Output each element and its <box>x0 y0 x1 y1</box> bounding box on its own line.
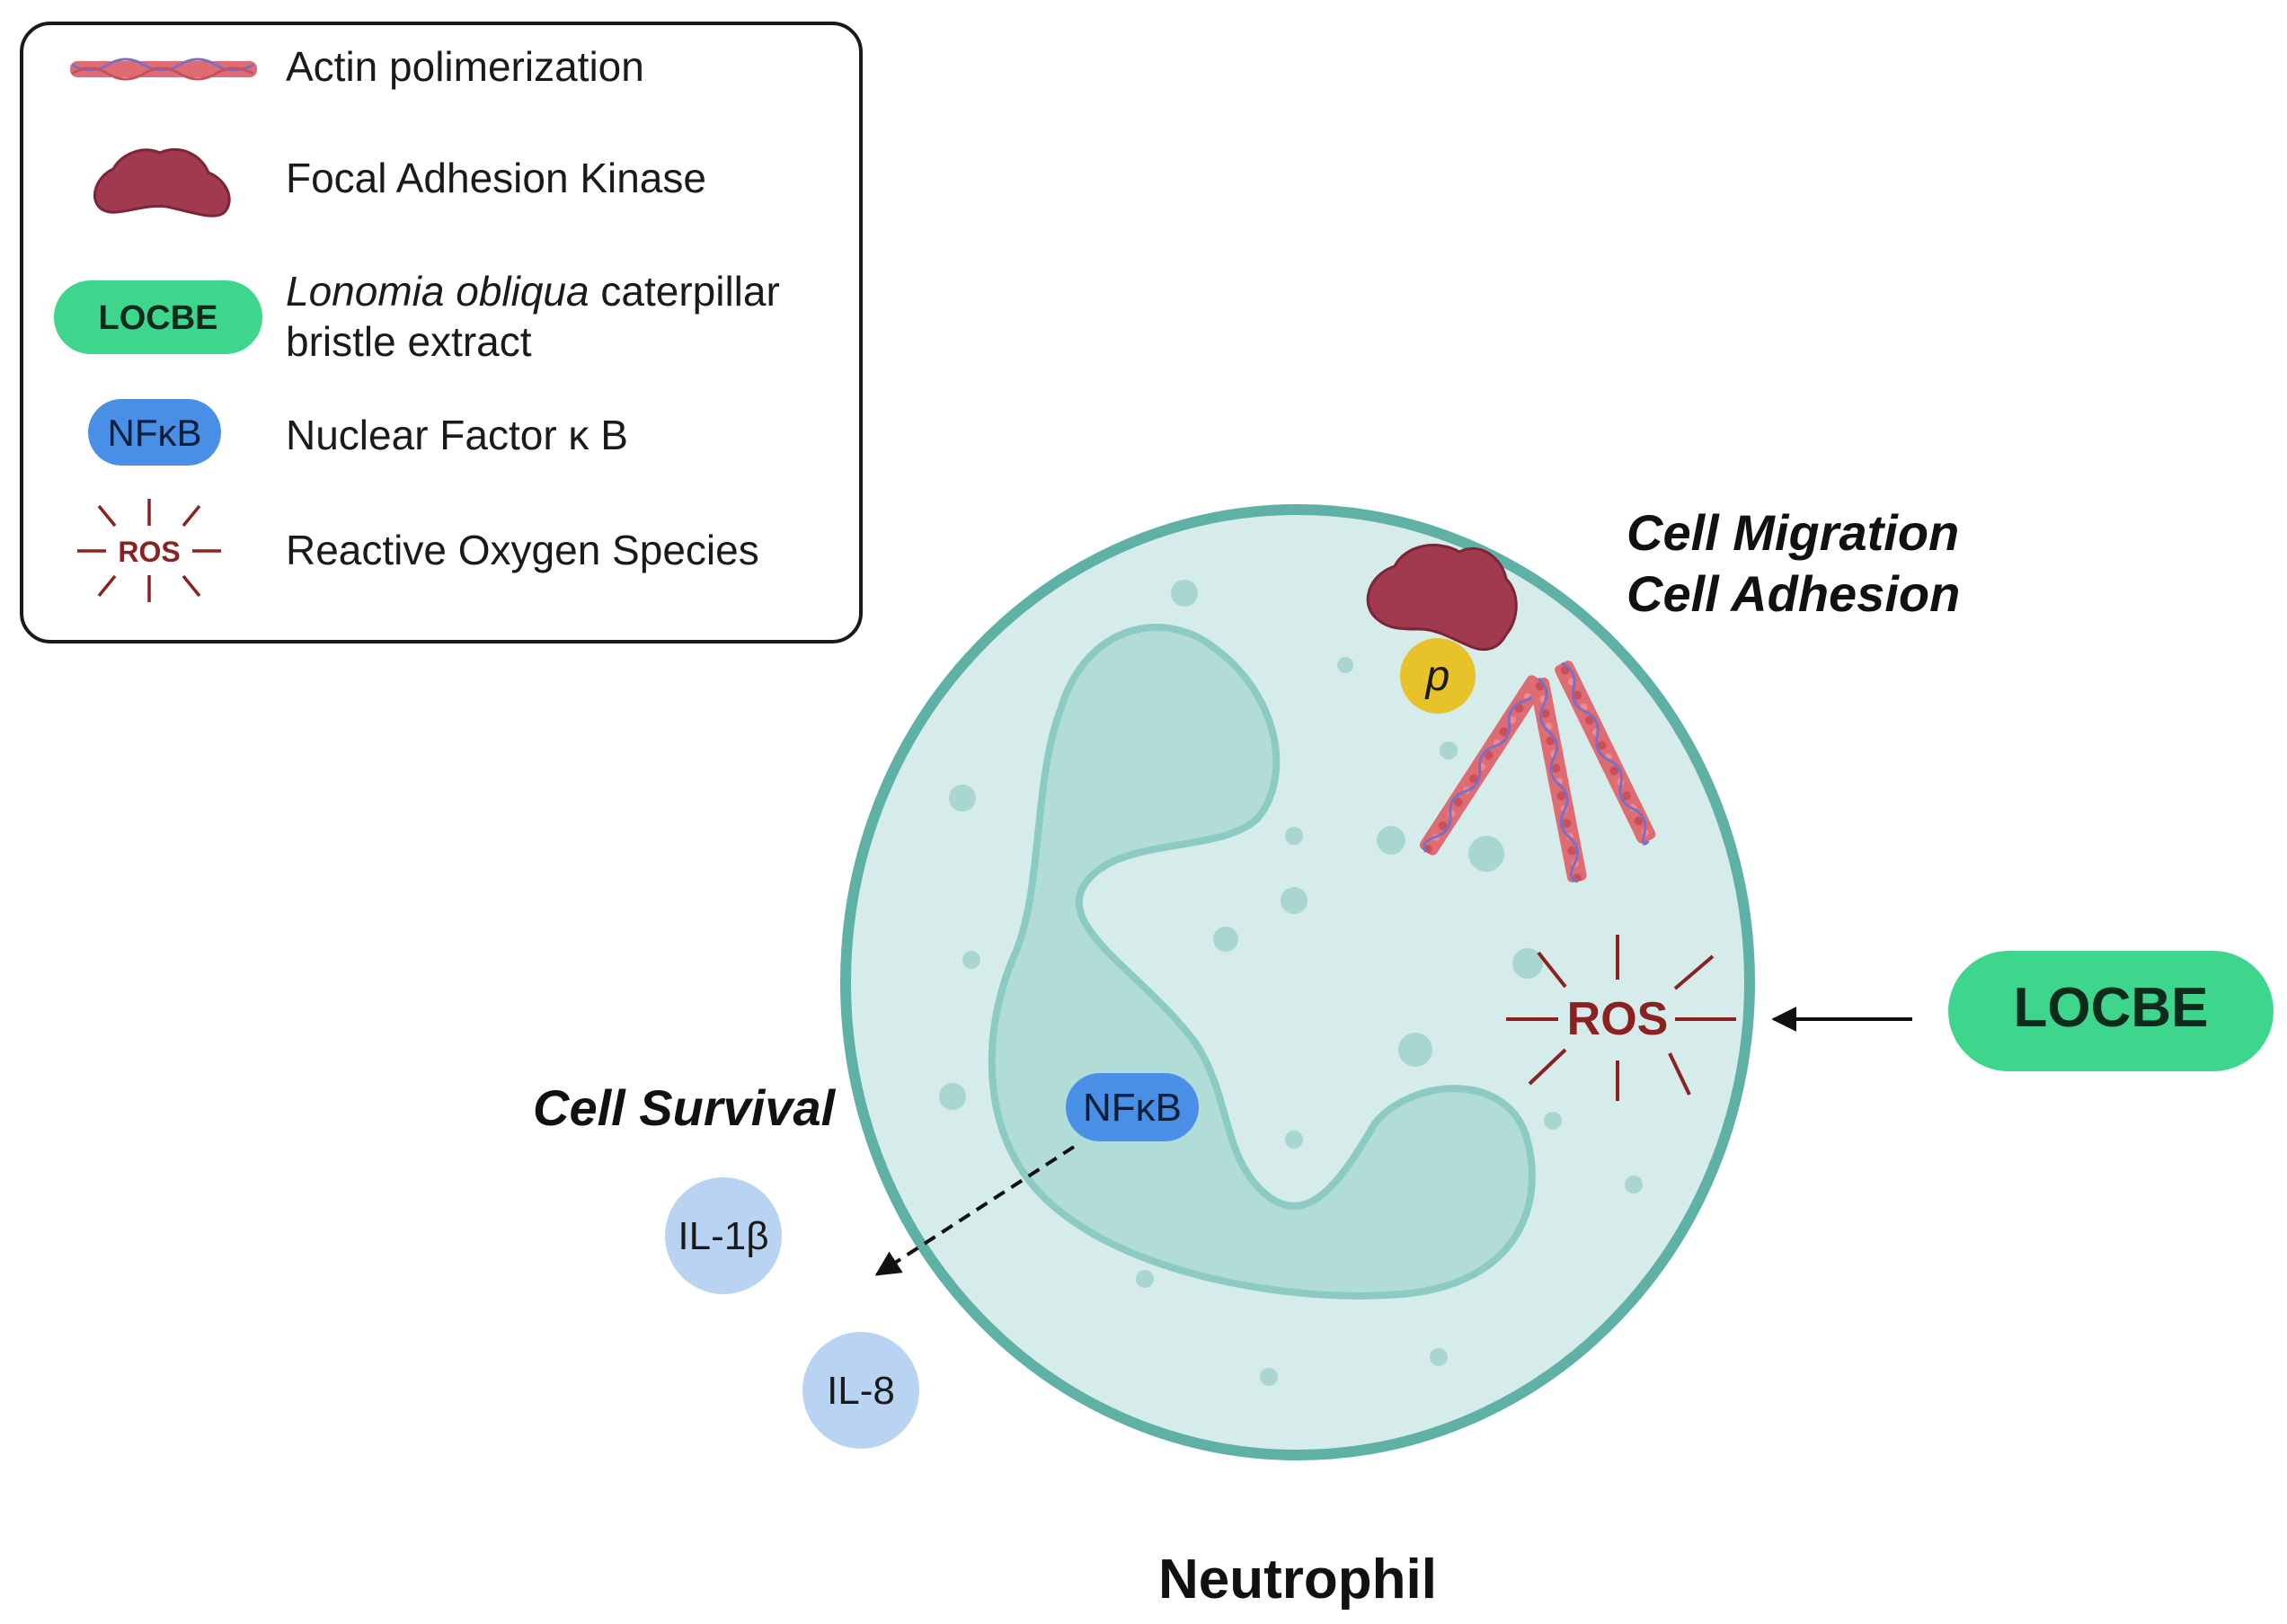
cytokine-il1b: IL-1β <box>665 1177 782 1294</box>
cell-adhesion-label: Cell Adhesion <box>1627 565 1960 622</box>
actin-filament <box>1555 661 1656 846</box>
granules <box>939 580 1643 1386</box>
cell-migration-label: Cell Migration <box>1627 504 1959 561</box>
locbe-pill-icon: LOCBE <box>54 280 262 354</box>
legend: Actin polimerization Focal Adhesion Kina… <box>20 22 863 643</box>
ros-burst: ROS <box>1506 935 1736 1101</box>
cell-survival-label: Cell Survival <box>533 1079 837 1136</box>
cytokine-il8-label: IL-8 <box>827 1369 895 1413</box>
legend-label-locbe-italic: Lonomia obliqua <box>286 268 589 315</box>
legend-box <box>20 22 863 643</box>
secretion-arrow <box>874 1145 1076 1276</box>
legend-badge-ros: ROS <box>118 536 180 568</box>
legend-badge-nfkb: NFκB <box>108 412 202 454</box>
legend-badge-locbe: LOCBE <box>99 299 218 337</box>
phosphorylation-badge: p <box>1400 638 1476 714</box>
neutrophil-cell: p ROS NFκB <box>840 504 1755 1460</box>
legend-label-locbe-rest: caterpillar <box>589 268 780 315</box>
nfkb-label: NFκB <box>1083 1086 1182 1130</box>
legend-label-fak: Focal Adhesion Kinase <box>286 155 706 201</box>
ros-burst-icon: ROS <box>77 499 221 602</box>
ros-label: ROS <box>1567 993 1669 1045</box>
locbe-pill <box>1948 951 2274 1071</box>
cytokine-il1b-label: IL-1β <box>678 1214 768 1258</box>
legend-label-ros: Reactive Oxygen Species <box>286 527 759 573</box>
legend-label-nfkb: Nuclear Factor κ B <box>286 412 628 458</box>
phospho-label: p <box>1424 652 1450 700</box>
locbe-stimulus: LOCBE <box>1948 951 2274 1071</box>
actin-filament-icon <box>70 58 257 81</box>
cell-type-label: Neutrophil <box>1158 1549 1437 1611</box>
nfkb-pill-icon: NFκB <box>88 399 221 466</box>
nfkb-badge: NFκB <box>1066 1073 1199 1141</box>
cell-membrane <box>840 504 1755 1460</box>
actin-filament <box>1529 677 1587 883</box>
cytokine-il8: IL-8 <box>802 1332 919 1449</box>
legend-label-locbe: Lonomia obliqua caterpillar <box>286 268 780 315</box>
locbe-label: LOCBE <box>2014 977 2209 1039</box>
focal-adhesion-kinase <box>1366 544 1518 652</box>
actin-filament <box>1419 675 1545 856</box>
legend-label-locbe-line2: bristle extract <box>286 318 532 365</box>
legend-label-actin: Actin polimerization <box>286 43 644 90</box>
focal-adhesion-kinase-icon <box>93 147 231 217</box>
actin-filaments <box>1419 661 1656 883</box>
